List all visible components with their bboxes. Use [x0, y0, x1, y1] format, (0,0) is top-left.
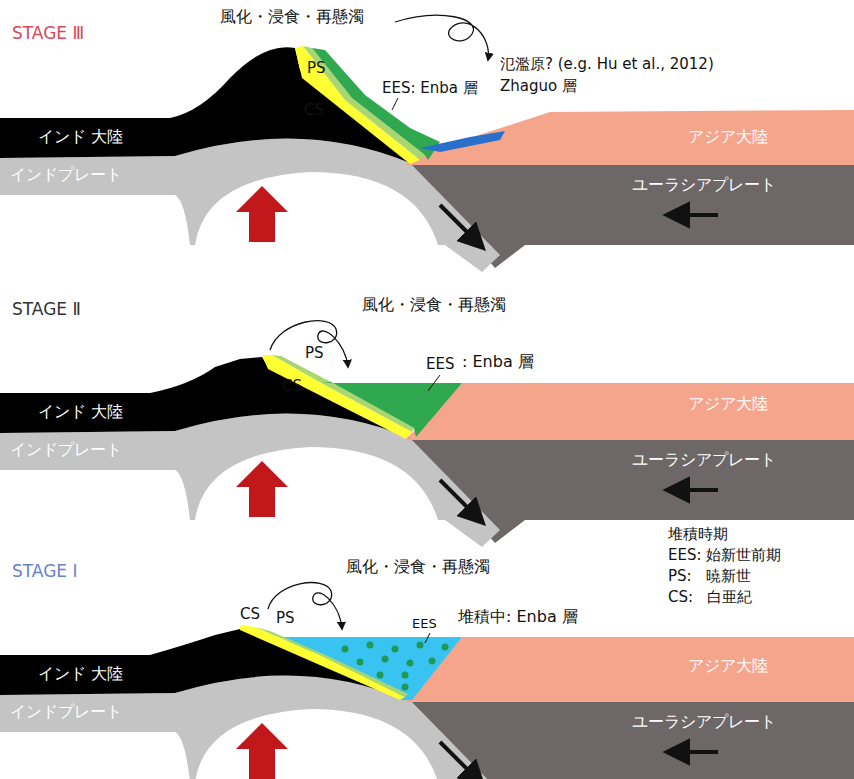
- plate-motion-arrow: [668, 750, 718, 754]
- strata-label: PS: [305, 345, 324, 362]
- asia-continent: [405, 383, 854, 440]
- leader-line: [425, 633, 430, 643]
- uplift-arrow: [236, 723, 288, 779]
- stage-section: [0, 15, 854, 272]
- strata-label: 堆積中: Enba 層: [458, 608, 578, 626]
- stage-title: STAGE Ⅱ: [12, 300, 81, 320]
- plate-label: ユーラシアプレート: [632, 176, 776, 194]
- legend-entry: EES: 始新世前期: [668, 547, 781, 564]
- paleocene-strata: [255, 627, 408, 697]
- strata-label: EES: [412, 617, 437, 632]
- process-label: 風化・浸食・再懸濁: [346, 558, 490, 576]
- strata-label: PS: [307, 60, 326, 77]
- continent-label: アジア大陸: [688, 395, 768, 413]
- sediment-dot: [417, 642, 424, 649]
- mantle-arch: [195, 447, 438, 520]
- cretaceous-strata: [240, 625, 405, 700]
- erosion-curl-arrow: [268, 583, 342, 629]
- continent-label: インド 大陸: [38, 128, 123, 146]
- eocene-strata: [322, 382, 462, 437]
- note-label: 氾濫原? (e.g. Hu et al., 2012): [500, 56, 714, 73]
- stage-title: STAGE Ⅰ: [12, 562, 78, 582]
- subduction-arrow: [440, 480, 482, 522]
- sediment-dot: [357, 659, 364, 666]
- zhaguo-floodplain: [420, 131, 505, 152]
- sediment-dot: [442, 644, 449, 651]
- sediment-dot: [402, 672, 409, 679]
- sediment-dot: [342, 646, 349, 653]
- sediment-dot: [429, 658, 436, 665]
- eocene-strata: [312, 48, 440, 160]
- plate-label: インドプレート: [10, 166, 122, 184]
- erosion-curl-arrow: [395, 15, 488, 60]
- erosion-curl-arrow: [270, 321, 348, 367]
- sediment-dot: [377, 672, 384, 679]
- continent-label: アジア大陸: [688, 657, 768, 675]
- process-label: 風化・浸食・再懸濁: [362, 296, 506, 314]
- stage-section: [0, 321, 854, 547]
- mantle-arch: [195, 709, 438, 779]
- sediment-dot: [402, 684, 409, 691]
- continent-label: アジア大陸: [688, 128, 768, 146]
- strata-label: EES: Enba 層: [382, 80, 478, 97]
- stage-title: STAGE Ⅲ: [12, 24, 84, 44]
- leader-line: [392, 98, 398, 110]
- strata-label: EES: [426, 356, 454, 373]
- continent-label: インド 大陸: [38, 665, 123, 683]
- asia-continent: [405, 110, 854, 165]
- legend-entry: PS: 暁新世: [668, 568, 751, 585]
- uplift-arrow: [236, 461, 288, 517]
- plate-label: ユーラシアプレート: [632, 451, 776, 469]
- strata-label: CS: [240, 606, 260, 623]
- subduction-arrow: [440, 742, 482, 779]
- strata-label: Zhaguo 層: [500, 78, 577, 95]
- mantle-arch: [195, 172, 438, 245]
- uplift-arrow: [236, 186, 288, 242]
- stage-section: [0, 583, 854, 779]
- sediment-dot: [407, 660, 414, 667]
- leader-line: [428, 375, 440, 391]
- plate-motion-arrow: [668, 213, 718, 217]
- sea-basin: [280, 637, 462, 700]
- plate-label: ユーラシアプレート: [632, 713, 776, 731]
- asia-continent: [405, 637, 854, 702]
- strata-label: PS: [276, 610, 295, 627]
- process-label: 風化・浸食・再懸濁: [220, 8, 364, 26]
- sediment-dot: [392, 646, 399, 653]
- plate-label: インドプレート: [10, 441, 122, 459]
- subduction-arrow: [440, 205, 482, 247]
- legend-heading: 堆積時期: [668, 526, 728, 543]
- sediment-dot: [367, 642, 374, 649]
- continent-label: インド 大陸: [38, 403, 123, 421]
- strata-label: CS: [304, 102, 324, 119]
- legend-entry: CS: 白亜紀: [668, 589, 752, 606]
- strata-label: CS: [282, 378, 302, 395]
- plate-label: インドプレート: [10, 703, 122, 721]
- plate-motion-arrow: [668, 488, 718, 492]
- sediment-dot: [382, 656, 389, 663]
- strata-label: : Enba 層: [462, 353, 534, 371]
